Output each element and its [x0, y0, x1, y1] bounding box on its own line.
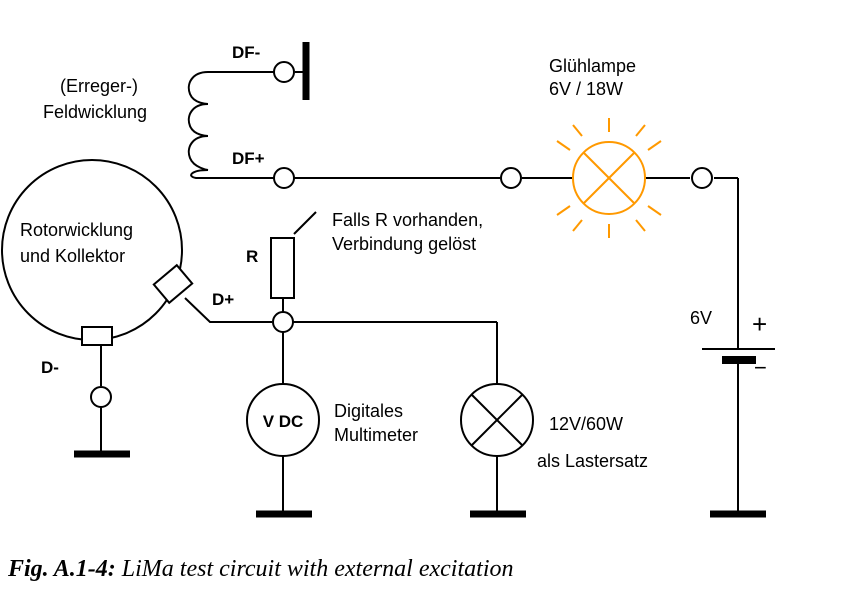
resistor	[270, 237, 295, 299]
df-minus-label: DF-	[232, 43, 260, 62]
load-label-line1: 12V/60W	[549, 414, 623, 434]
lamp-left-terminal	[500, 167, 522, 189]
rotor-label-line2: und Kollektor	[20, 246, 125, 266]
d-plus-brush	[152, 263, 194, 305]
df-plus-terminal	[273, 167, 295, 189]
field-winding-coil	[187, 71, 284, 179]
exciter-label-line2: Feldwicklung	[43, 102, 147, 122]
lamp-label-line1: Glühlampe	[549, 56, 636, 76]
battery-negative-plate	[722, 356, 756, 364]
load-label-line2: als Lastersatz	[537, 451, 648, 471]
d-minus-brush	[81, 326, 113, 346]
load-lamp-icon	[460, 383, 534, 457]
meter-label-line2: Multimeter	[334, 425, 418, 445]
d-plus-wire	[184, 297, 272, 323]
caption-text: LiMa test circuit with external excitati…	[115, 556, 514, 582]
battery-minus-label: −	[754, 355, 767, 380]
resistor-label: R	[246, 247, 258, 266]
d-plus-label: D+	[212, 290, 234, 309]
df-minus-terminal	[273, 61, 295, 83]
meter-label-line1: Digitales	[334, 401, 403, 421]
voltmeter-label: V DC	[263, 412, 304, 431]
battery-voltage-label: 6V	[690, 308, 712, 328]
resistor-note-line2: Verbindung gelöst	[332, 234, 476, 254]
incandescent-lamp-icon	[556, 118, 662, 238]
resistor-note-leader	[293, 211, 317, 235]
df-plus-label: DF+	[232, 149, 265, 168]
lamp-right-terminal	[691, 167, 713, 189]
battery-plus-label: +	[752, 309, 767, 339]
caption-label: Fig. A.1-4:	[8, 556, 116, 582]
exciter-label-line1: (Erreger-)	[60, 76, 138, 96]
rotor-label-line1: Rotorwicklung	[20, 220, 133, 240]
d-minus-label: D-	[41, 358, 59, 377]
d-minus-terminal	[90, 386, 112, 408]
lamp-label-line2: 6V / 18W	[549, 79, 623, 99]
d-plus-terminal	[272, 311, 294, 333]
resistor-note-line1: Falls R vorhanden,	[332, 210, 483, 230]
figure-caption: Fig. A.1-4: LiMa test circuit with exter…	[8, 556, 513, 583]
